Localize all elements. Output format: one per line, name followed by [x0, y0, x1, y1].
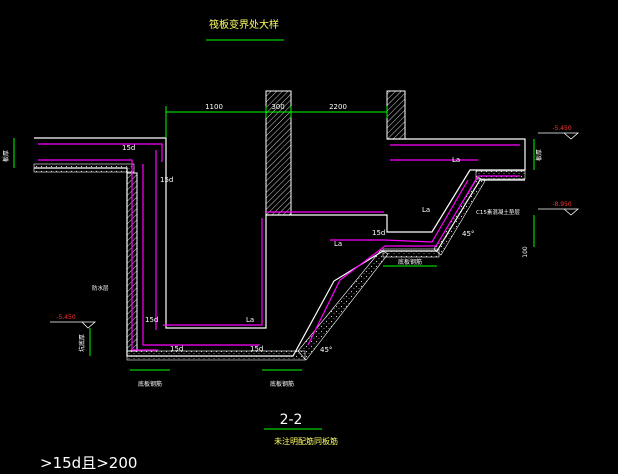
- label-la-slope: La: [334, 240, 342, 248]
- elevation-right-text: -5.450: [552, 125, 572, 132]
- label-15d-pit-mid: 15d: [250, 345, 263, 353]
- hud-middle: 且: [81, 454, 97, 472]
- drawing-title: 筏板变界处大样: [209, 18, 279, 31]
- dim-slab-left: 板厚: [2, 150, 10, 162]
- label-angle-bottom: 45°: [320, 346, 332, 354]
- wall-right: [386, 90, 406, 140]
- label-wall-note: 防水层: [92, 284, 109, 292]
- label-15d-pit-left: 15d: [170, 345, 183, 353]
- elevation-left-text: -5.450: [56, 314, 76, 321]
- section-subtitle: 未注明配筋同板筋: [274, 436, 338, 446]
- label-15d-pit-wall: 15d: [145, 316, 158, 324]
- hud-prefix: >15d: [40, 454, 82, 472]
- blinding-layer: [33, 163, 526, 361]
- label-15d-slope: 15d: [372, 229, 385, 237]
- hud-suffix: >200: [96, 454, 138, 472]
- elevation-marker-right: -5.450: [538, 125, 580, 140]
- dim-wall-width: 300: [271, 103, 284, 111]
- label-angle-right: 45°: [462, 230, 474, 238]
- label-slope-note: C15素混凝土垫层: [476, 208, 520, 216]
- dim-pit-depth: 坑底厚: [78, 334, 86, 352]
- dim-top-right: 2200: [329, 103, 347, 111]
- dim-anchor-mid-right: 底板钢筋: [398, 258, 422, 266]
- dimension-lines: [13, 106, 535, 371]
- dim-slab-mid: 100: [522, 246, 529, 258]
- dim-slab-right: 板厚: [535, 149, 543, 161]
- command-line-text: >15d且>200: [40, 452, 137, 473]
- dim-anchor-bottom-left: 底板钢筋: [138, 380, 162, 388]
- label-15d-top-left: 15d: [122, 144, 135, 152]
- rebar: [38, 143, 520, 351]
- dim-top-left: 1100: [205, 103, 223, 111]
- label-15d-vertical: 15d: [160, 176, 173, 184]
- elevation-mid-text: -8.950: [552, 201, 572, 208]
- elevation-marker-mid: -8.950: [538, 201, 580, 216]
- label-la-mid: La: [422, 206, 430, 214]
- dim-anchor-bottom-mid: 底板钢筋: [270, 380, 294, 388]
- section-label: 2-2: [280, 412, 303, 428]
- label-la-right-top: La: [452, 156, 460, 164]
- label-la-pit: La: [246, 316, 254, 324]
- elevation-marker-left: -5.450: [50, 314, 97, 329]
